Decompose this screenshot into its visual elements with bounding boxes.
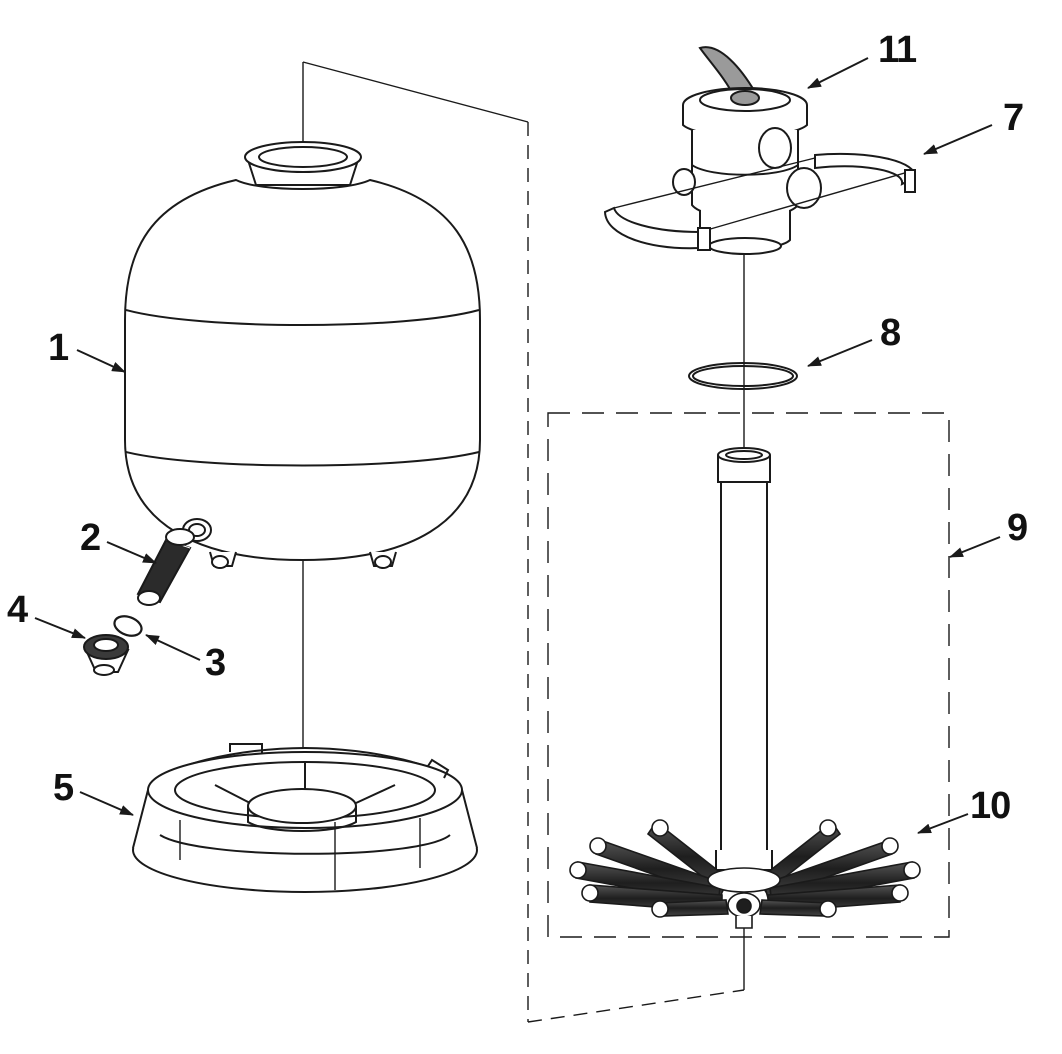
callout-laterals: 10	[970, 785, 1010, 827]
drain-cap	[83, 634, 130, 676]
callout-o-ring-small: 3	[205, 642, 225, 684]
valve-clamp	[603, 152, 916, 251]
assembly-guide-lines	[302, 61, 950, 1023]
multiport-valve	[672, 46, 822, 255]
arrow-drain-cap	[34, 617, 86, 639]
arrow-clamp	[923, 124, 993, 155]
arrow-strainer	[106, 541, 157, 564]
small-o-ring	[113, 615, 143, 637]
callout-labels: 1 2 3 4 5 7 8 9 10 11	[7, 29, 1028, 827]
callout-strainer: 2	[80, 517, 100, 559]
arrow-lateral-assembly	[949, 536, 1001, 558]
filter-tank	[124, 141, 481, 569]
callout-clamp: 7	[1003, 97, 1023, 139]
arrow-o-ring-large	[807, 339, 873, 367]
laterals	[569, 819, 921, 929]
arrow-o-ring-small	[145, 634, 201, 661]
callout-o-ring-large: 8	[880, 312, 900, 354]
callout-tank: 1	[48, 327, 69, 369]
callout-lateral-assembly: 9	[1007, 507, 1027, 549]
leader-arrows	[34, 57, 1001, 834]
arrow-valve	[807, 57, 869, 89]
callout-base: 5	[53, 767, 74, 809]
arrow-tank	[76, 349, 126, 373]
standpipe	[715, 447, 773, 871]
large-o-ring	[688, 362, 798, 390]
filter-base	[132, 743, 478, 893]
drain-strainer	[136, 528, 195, 606]
callout-drain-cap: 4	[7, 589, 28, 631]
arrow-laterals	[917, 813, 969, 834]
arrow-base	[79, 791, 134, 816]
callout-multiport-valve: 11	[878, 29, 917, 71]
